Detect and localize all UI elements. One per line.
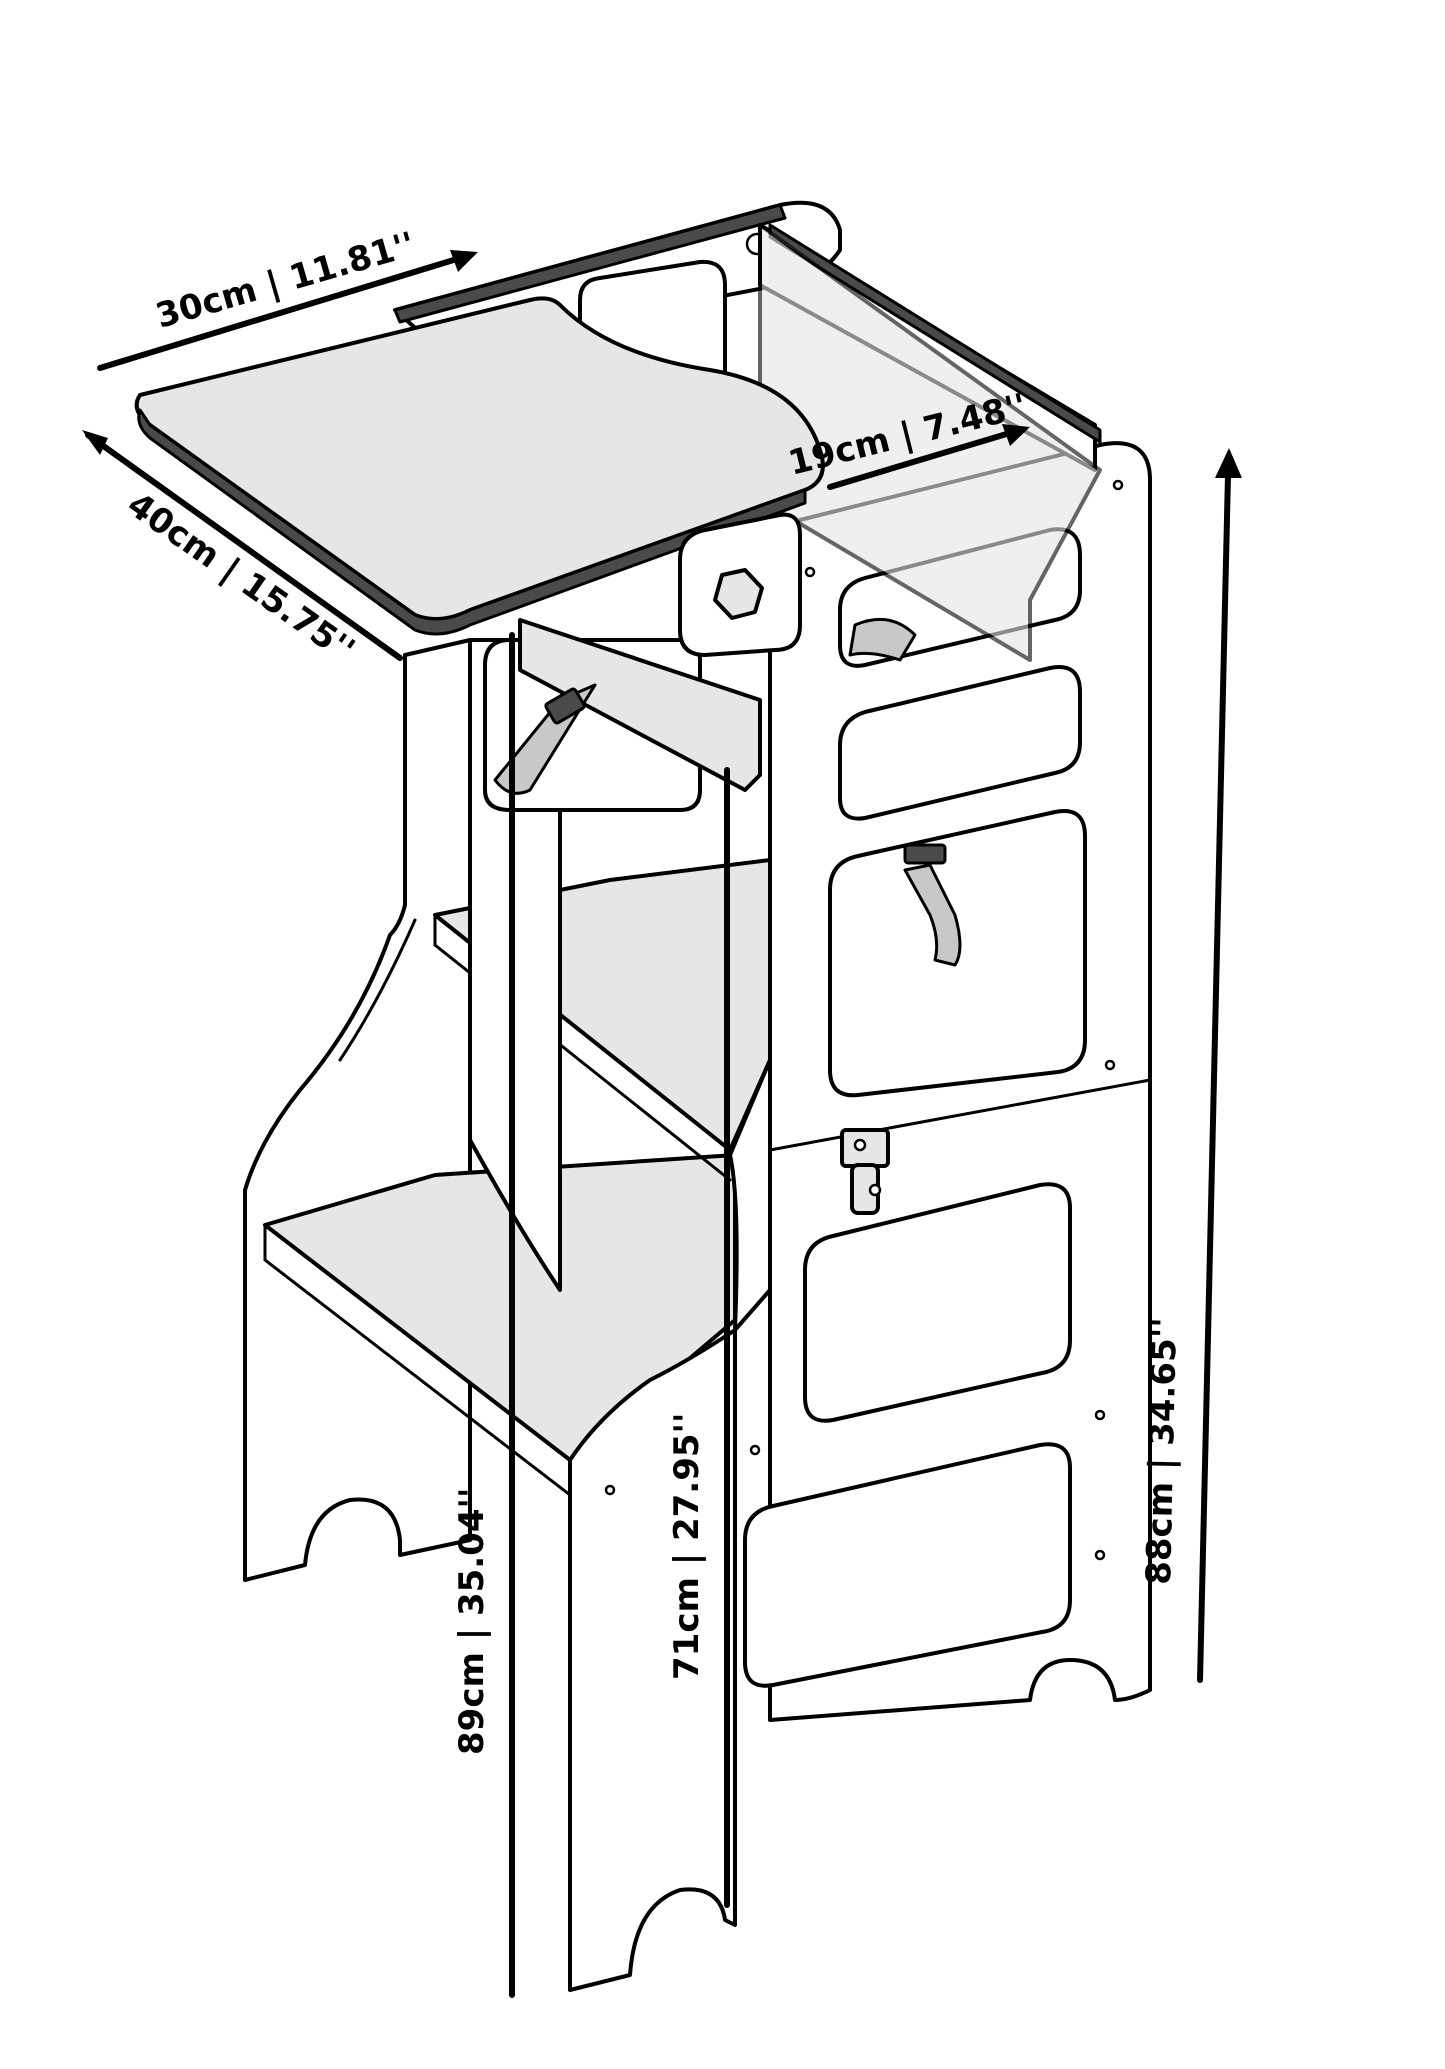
dim-total-height-side: 88cm | 34.65'' (1139, 448, 1242, 1683)
tray-clamp (518, 512, 802, 792)
ladder-opening-4 (803, 1182, 1072, 1423)
dim-total-height-front-label: 89cm | 35.04'' (452, 1488, 492, 1755)
tray-table-top (134, 296, 825, 636)
hex-knob-icon (713, 568, 764, 620)
dim-platform-height-label: 71cm | 27.95'' (667, 1413, 707, 1680)
safety-strap-right (848, 617, 962, 967)
dim-total-height-front: 89cm | 35.04'' (452, 632, 515, 1998)
dim-platform-height: 71cm | 27.95'' (667, 767, 730, 1908)
latch-clasp-icon (840, 1128, 890, 1215)
dim-total-height-side-label: 88cm | 34.65'' (1139, 1317, 1185, 1585)
ladder-opening-2 (838, 665, 1082, 821)
back-left-side-panel (243, 638, 472, 1582)
upper-side-panel (758, 223, 1102, 662)
ladder-opening-5 (743, 1442, 1072, 1688)
